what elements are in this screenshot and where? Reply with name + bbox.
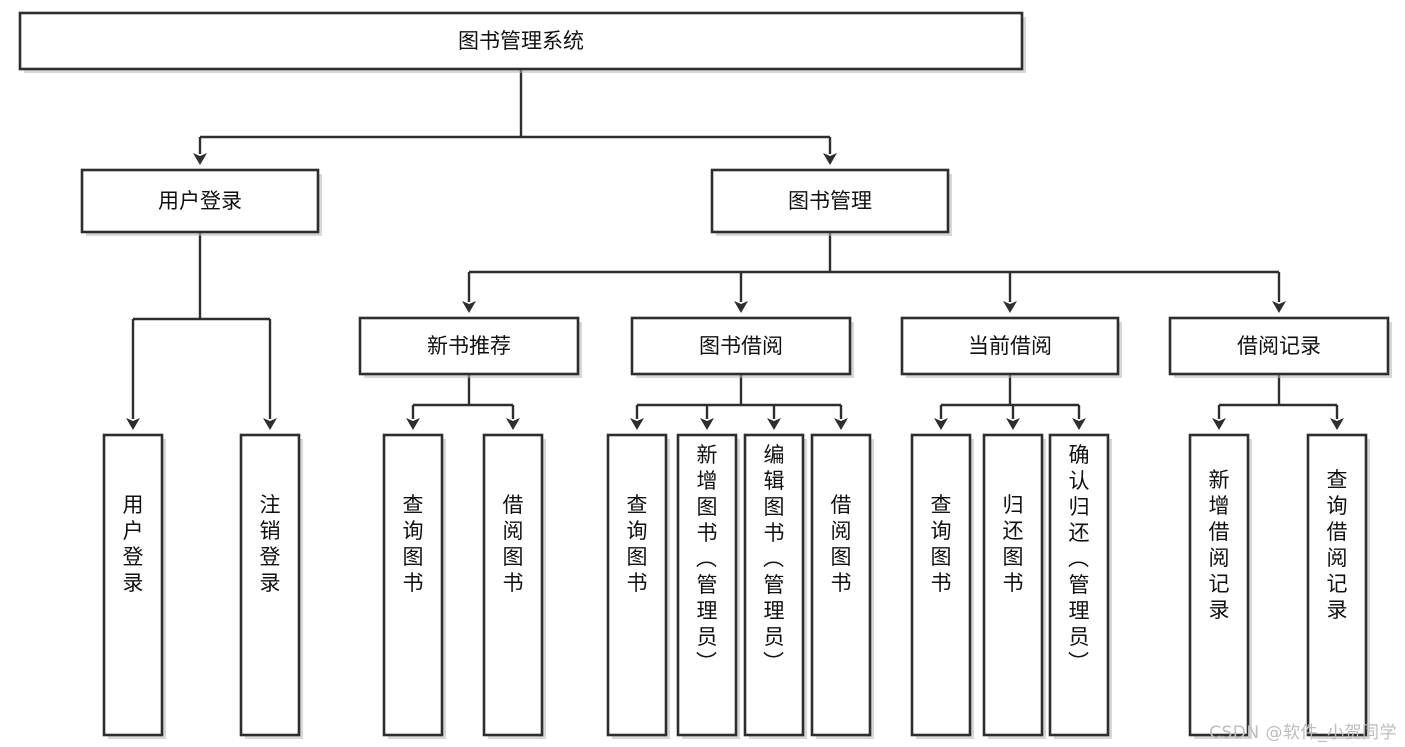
node-leaf-confirm-return-label: 确认归还（管理员） xyxy=(1068,443,1090,675)
node-leaf-borrow-book-rec[interactable]: 借阅图书 xyxy=(482,433,546,739)
connector-lines xyxy=(126,69,1344,430)
node-leaf-borrow-book-bb[interactable]: 借阅图书 xyxy=(810,433,874,739)
node-leaf-query-book-cb-label: 查询图书 xyxy=(931,493,952,595)
node-root-label: 图书管理系统 xyxy=(458,29,584,53)
node-user-login[interactable]: 用户登录 xyxy=(80,168,322,236)
node-leaf-add-book[interactable]: 新增图书（管理员） xyxy=(676,433,740,739)
node-leaf-add-record-label: 新增借阅记录 xyxy=(1209,468,1230,622)
node-leaf-query-record-label: 查询借阅记录 xyxy=(1327,468,1348,622)
node-leaf-query-book-rec[interactable]: 查询图书 xyxy=(382,433,446,739)
node-leaf-query-book-rec-label: 查询图书 xyxy=(403,493,424,595)
node-leaf-borrow-book-rec-label: 借阅图书 xyxy=(503,493,524,595)
node-leaf-user-logout[interactable]: 注销登录 xyxy=(239,433,303,739)
node-leaf-edit-book[interactable]: 编辑图书（管理员） xyxy=(743,433,807,739)
node-borrow-record-label: 借阅记录 xyxy=(1237,334,1321,358)
node-leaf-query-book-bb-label: 查询图书 xyxy=(627,493,648,595)
csdn-watermark: CSDN @软件_小贺同学 xyxy=(1209,723,1397,743)
node-leaf-query-book-cb[interactable]: 查询图书 xyxy=(910,433,974,739)
node-leaf-user-login[interactable]: 用户登录 xyxy=(102,433,166,739)
node-book-borrow[interactable]: 图书借阅 xyxy=(630,316,854,378)
node-book-borrow-label: 图书借阅 xyxy=(699,334,783,358)
node-leaf-query-book-bb[interactable]: 查询图书 xyxy=(606,433,670,739)
node-root[interactable]: 图书管理系统 xyxy=(18,11,1026,73)
node-book-manage-label: 图书管理 xyxy=(788,189,872,213)
node-book-manage[interactable]: 图书管理 xyxy=(710,168,952,236)
node-leaf-user-login-label: 用户登录 xyxy=(123,493,144,595)
node-new-book-rec-label: 新书推荐 xyxy=(427,334,511,358)
node-current-borrow[interactable]: 当前借阅 xyxy=(900,316,1122,378)
node-leaf-borrow-book-bb-label: 借阅图书 xyxy=(831,493,852,595)
node-leaf-add-book-label: 新增图书（管理员） xyxy=(696,443,718,675)
node-leaf-edit-book-label: 编辑图书（管理员） xyxy=(763,443,785,675)
node-leaf-add-record[interactable]: 新增借阅记录 xyxy=(1188,433,1252,739)
node-borrow-record[interactable]: 借阅记录 xyxy=(1168,316,1392,378)
node-leaf-user-logout-label: 注销登录 xyxy=(260,493,281,595)
node-leaf-query-record[interactable]: 查询借阅记录 xyxy=(1306,433,1370,739)
node-leaf-confirm-return[interactable]: 确认归还（管理员） xyxy=(1048,433,1112,739)
node-user-login-label: 用户登录 xyxy=(158,189,242,213)
node-new-book-rec[interactable]: 新书推荐 xyxy=(358,316,582,378)
node-leaf-return-book[interactable]: 归还图书 xyxy=(982,433,1046,739)
node-current-borrow-label: 当前借阅 xyxy=(968,334,1052,358)
node-leaf-return-book-label: 归还图书 xyxy=(1003,493,1024,595)
